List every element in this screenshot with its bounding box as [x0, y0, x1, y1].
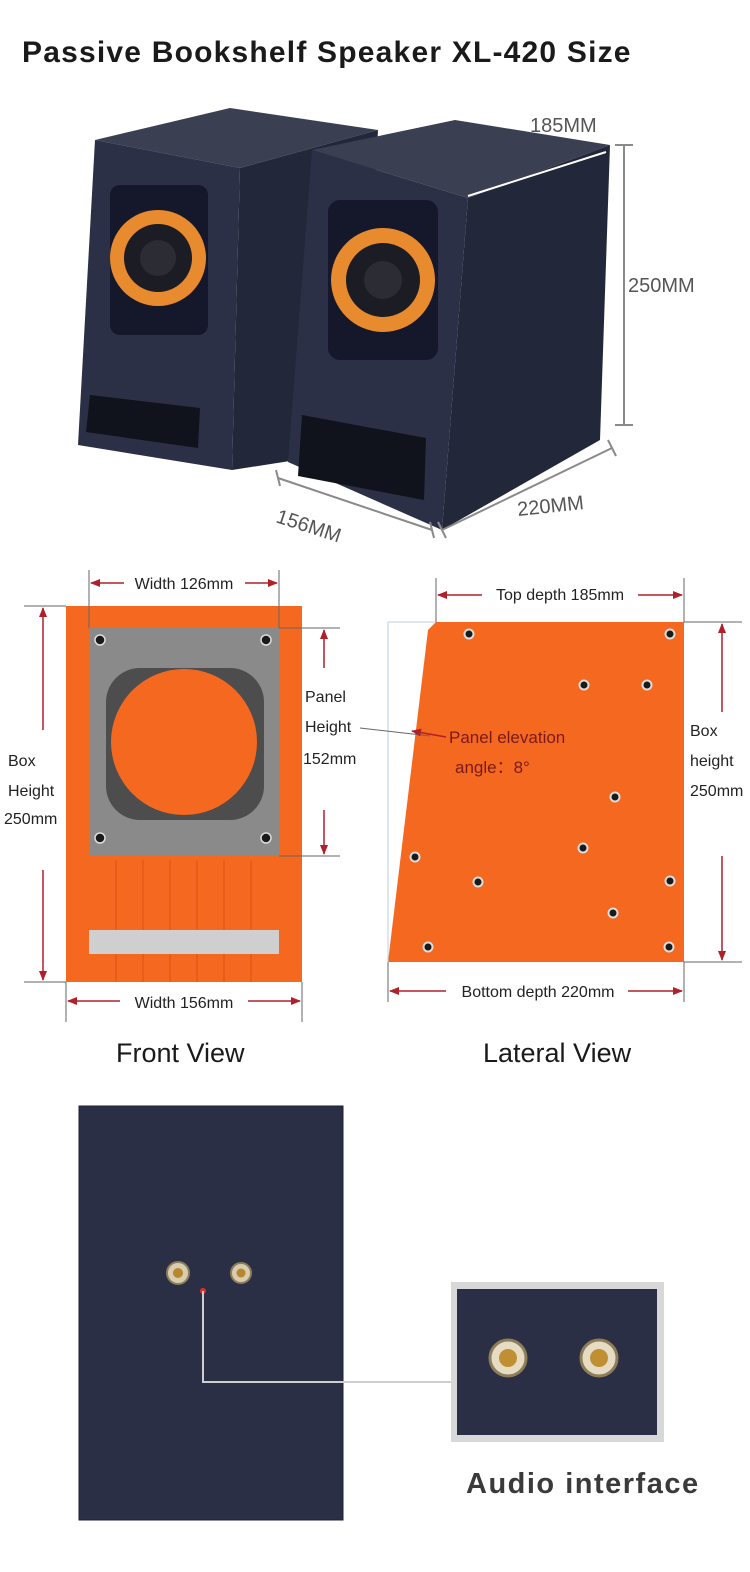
driver-circle [111, 669, 257, 815]
front-view-diagram: Width 126mm Width 156mm Box Height 250mm… [4, 570, 356, 1022]
lateral-cabinet [388, 622, 684, 962]
audio-interface-zoom [457, 1289, 657, 1435]
rear-cabinet [79, 1106, 343, 1520]
front-box-height-1: Box [8, 753, 36, 770]
lateral-elevation-1: Panel elevation [449, 728, 565, 747]
lateral-box-height-1: Box [690, 723, 718, 740]
zoom-terminals [488, 1338, 619, 1378]
front-width-bottom: Width 156mm [135, 995, 234, 1012]
front-view-caption: Front View [116, 1038, 245, 1068]
lateral-bottom-depth: Bottom depth 220mm [462, 984, 615, 1001]
lateral-view-caption: Lateral View [483, 1038, 632, 1068]
front-box-height-2: Height [8, 783, 55, 800]
front-port [89, 930, 279, 954]
lateral-box-height-3: 250mm [690, 783, 743, 800]
audio-interface-label: Audio interface [466, 1468, 700, 1500]
lateral-top-depth: Top depth 185mm [496, 587, 624, 604]
dim-height-label: 250MM [628, 275, 695, 297]
lateral-box-height-2: height [690, 753, 734, 770]
lateral-view-diagram: Top depth 185mm Bottom depth 220mm Box h… [359, 578, 743, 1002]
rear-panel [78, 1105, 664, 1521]
lateral-elevation-2: angle：8° [455, 758, 530, 777]
page-title: Passive Bookshelf Speaker XL-420 Size [22, 36, 632, 69]
dim-width-label: 156MM [273, 506, 343, 548]
dim-top-label: 185MM [530, 115, 597, 137]
front-panel-height-3: 152mm [303, 751, 356, 768]
right-speaker [288, 120, 610, 530]
speaker-photo: 185MM 250MM 156MM 220MM [78, 108, 695, 548]
front-width-top: Width 126mm [135, 576, 234, 593]
front-box-height-3: 250mm [4, 811, 57, 828]
front-panel-height-2: Height [305, 719, 352, 736]
front-panel-height-1: Panel [305, 689, 346, 706]
dim-depth-label: 220MM [516, 492, 585, 521]
